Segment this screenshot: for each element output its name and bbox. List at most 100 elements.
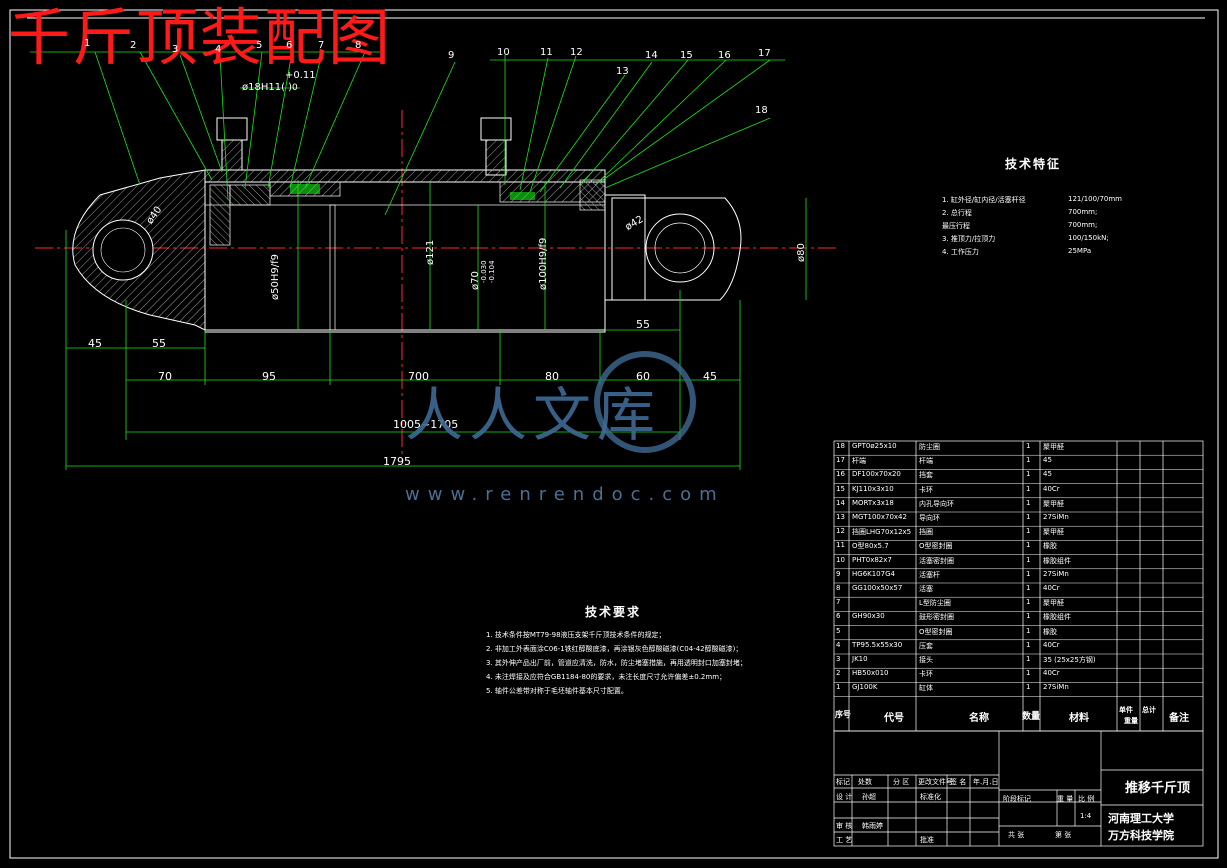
bom-cell-qty: 1: [1026, 655, 1031, 663]
bom-cell-no: 15: [836, 484, 845, 493]
bom-cell-no: 10: [836, 555, 845, 564]
leader-lines: [30, 51, 785, 216]
bom-cell-code: GJ100K: [852, 683, 878, 692]
product-name: 推移千斤顶: [1125, 781, 1191, 796]
balloon-10: 10: [497, 47, 510, 58]
tb-check: 审 核: [836, 822, 853, 830]
tb-sheet-no: 第 张: [1055, 831, 1072, 839]
tb-weight: 重 量: [1057, 795, 1074, 803]
tb-approve: 批准: [920, 836, 934, 844]
bom-cell-name: 卡环: [919, 485, 933, 494]
tech-requirement-item: 5. 轴件公差带对称于毛坯轴件基本尺寸配置。: [486, 687, 628, 695]
fit-bore-100: ø100H9/f9: [538, 237, 549, 290]
bom-cell-no: 3: [836, 655, 841, 663]
bom-cell-code: O型80x5.7: [852, 542, 889, 551]
bom-cell-qty: 1: [1026, 669, 1031, 678]
bom-cell-name: 活塞: [919, 585, 933, 593]
bom-cell-name: 防尘圈: [919, 443, 940, 451]
bom-cell-qty: 1: [1026, 484, 1031, 493]
bom-cell-no: 14: [836, 498, 845, 507]
bom-cell-mat: 橡胶: [1043, 627, 1057, 636]
watermark-circle: [594, 351, 696, 453]
bom-cell-qty: 1: [1026, 527, 1031, 536]
bom-cell-qty: 1: [1026, 470, 1031, 479]
bom-cell-qty: 1: [1026, 683, 1031, 692]
bom-cell-code: 挡圈LHG70x12x5: [852, 528, 912, 537]
bom-cell-name: 鼓形密封圈: [919, 613, 954, 622]
bom-cell-no: 17: [836, 456, 845, 465]
bom-cell-name: O型密封圈: [919, 627, 953, 636]
tb-mark: 标记: [836, 778, 850, 786]
bom-cell-name: 卡环: [919, 670, 933, 679]
bom-cell-qty: 1: [1026, 640, 1031, 649]
tech-feature-value: 121/100/70mm: [1068, 195, 1122, 203]
dimension-2: 70: [158, 370, 172, 383]
bom-cell-mat: 27SiMn: [1043, 683, 1069, 692]
tech-requirement-item: 4. 未注焊接及应符合GB1184-80的要求，未注长度尺寸允许偏差±0.2mm…: [486, 673, 727, 681]
bom-cell-name: 挡圈: [919, 528, 933, 537]
dimension-4: 700: [408, 370, 429, 383]
dimension-0: 45: [88, 337, 102, 350]
tech-feature-label: 2. 总行程: [942, 209, 972, 217]
oil-port-left: [216, 117, 248, 171]
bom-header-name: 名称: [969, 713, 989, 724]
bom-cell-mat: 聚甲醛: [1043, 528, 1064, 537]
tb-std-name: 韩雨婷: [862, 822, 883, 830]
cylinder-body: [204, 169, 606, 333]
bom-cell-qty: 1: [1026, 598, 1031, 607]
bom-header-qty: 数量: [1022, 712, 1041, 722]
bom-cell-code: TP95.5x55x30: [852, 640, 903, 649]
balloon-17: 17: [758, 48, 771, 59]
dimension-5: 80: [545, 370, 559, 383]
bom-cell-qty: 1: [1026, 541, 1031, 550]
bom-cell-name: 接头: [919, 656, 933, 664]
balloon-9: 9: [448, 50, 455, 61]
drawing-title: 千斤顶装配图: [8, 1, 393, 74]
tb-date: 年.月.日: [973, 778, 999, 786]
bom-cell-name: L型防尘圈: [919, 599, 951, 608]
balloon-12: 12: [570, 47, 583, 58]
bom-cell-code: KJ110x3x10: [852, 484, 894, 493]
bom-cell-qty: 1: [1026, 555, 1031, 564]
tech-feature-value: 700mm;: [1068, 221, 1098, 229]
bom-cell-qty: 1: [1026, 513, 1031, 521]
bom-cell-qty: 1: [1026, 612, 1031, 621]
balloon-6: 6: [286, 40, 293, 51]
dimension-7: 45: [703, 370, 717, 383]
bom-cell-name: 内孔导向环: [919, 499, 954, 508]
watermark-url: www.renrendoc.com: [405, 484, 725, 505]
bom-cell-no: 9: [836, 569, 841, 578]
bom-header-mat: 材料: [1069, 713, 1089, 724]
bom-cell-qty: 1: [1026, 498, 1031, 507]
bom-cell-no: 4: [836, 640, 841, 649]
bom-row-lines: [834, 454, 1203, 697]
bom-cell-mat: 橡胶组件: [1043, 556, 1071, 565]
bom-cell-mat: 40Cr: [1043, 669, 1060, 678]
bom-cell-qty: 1: [1026, 626, 1031, 635]
bom-cell-mat: 聚甲醛: [1043, 443, 1064, 451]
tech-feature-label: 1. 缸外径/缸内径/活塞杆径: [942, 196, 1026, 204]
bom-header-no: 序号: [835, 710, 851, 719]
bom-cell-no: 18: [836, 442, 845, 450]
bom-cell-code: GH90x30: [852, 612, 885, 621]
bom-cell-code: GPT0ø25x10: [852, 442, 897, 450]
balloon-4: 4: [215, 44, 222, 55]
bom-cell-name: 导向环: [919, 514, 940, 522]
tb-design: 设 计: [836, 793, 853, 801]
bom-cell-code: 杆端: [852, 457, 866, 466]
bom-cell-mat: 40Cr: [1043, 640, 1060, 649]
fit-bore-121: ø121: [425, 239, 436, 265]
bom-cell-qty: 1: [1026, 456, 1031, 465]
school-name-1: 河南理工大学: [1108, 812, 1174, 825]
tb-docno: 更改文件号: [918, 778, 953, 786]
bom-cell-no: 11: [836, 541, 845, 550]
tech-requirement-item: 3. 其外伸产品出厂前，管道应清洗，防水，防尘堵塞措施，再用透明封口加塞封堵；: [486, 659, 747, 667]
bom-cell-mat: 45: [1043, 470, 1052, 479]
bom-cell-no: 1: [836, 683, 841, 692]
bom-cell-code: DF100x70x20: [852, 470, 901, 479]
bom-cell-mat: 45: [1043, 456, 1052, 465]
fit-bore-70-tol: -0.030 -0.104: [480, 260, 496, 283]
cylinder-base-clevis: [72, 169, 206, 331]
bom-cell-name: 缸体: [919, 684, 933, 693]
